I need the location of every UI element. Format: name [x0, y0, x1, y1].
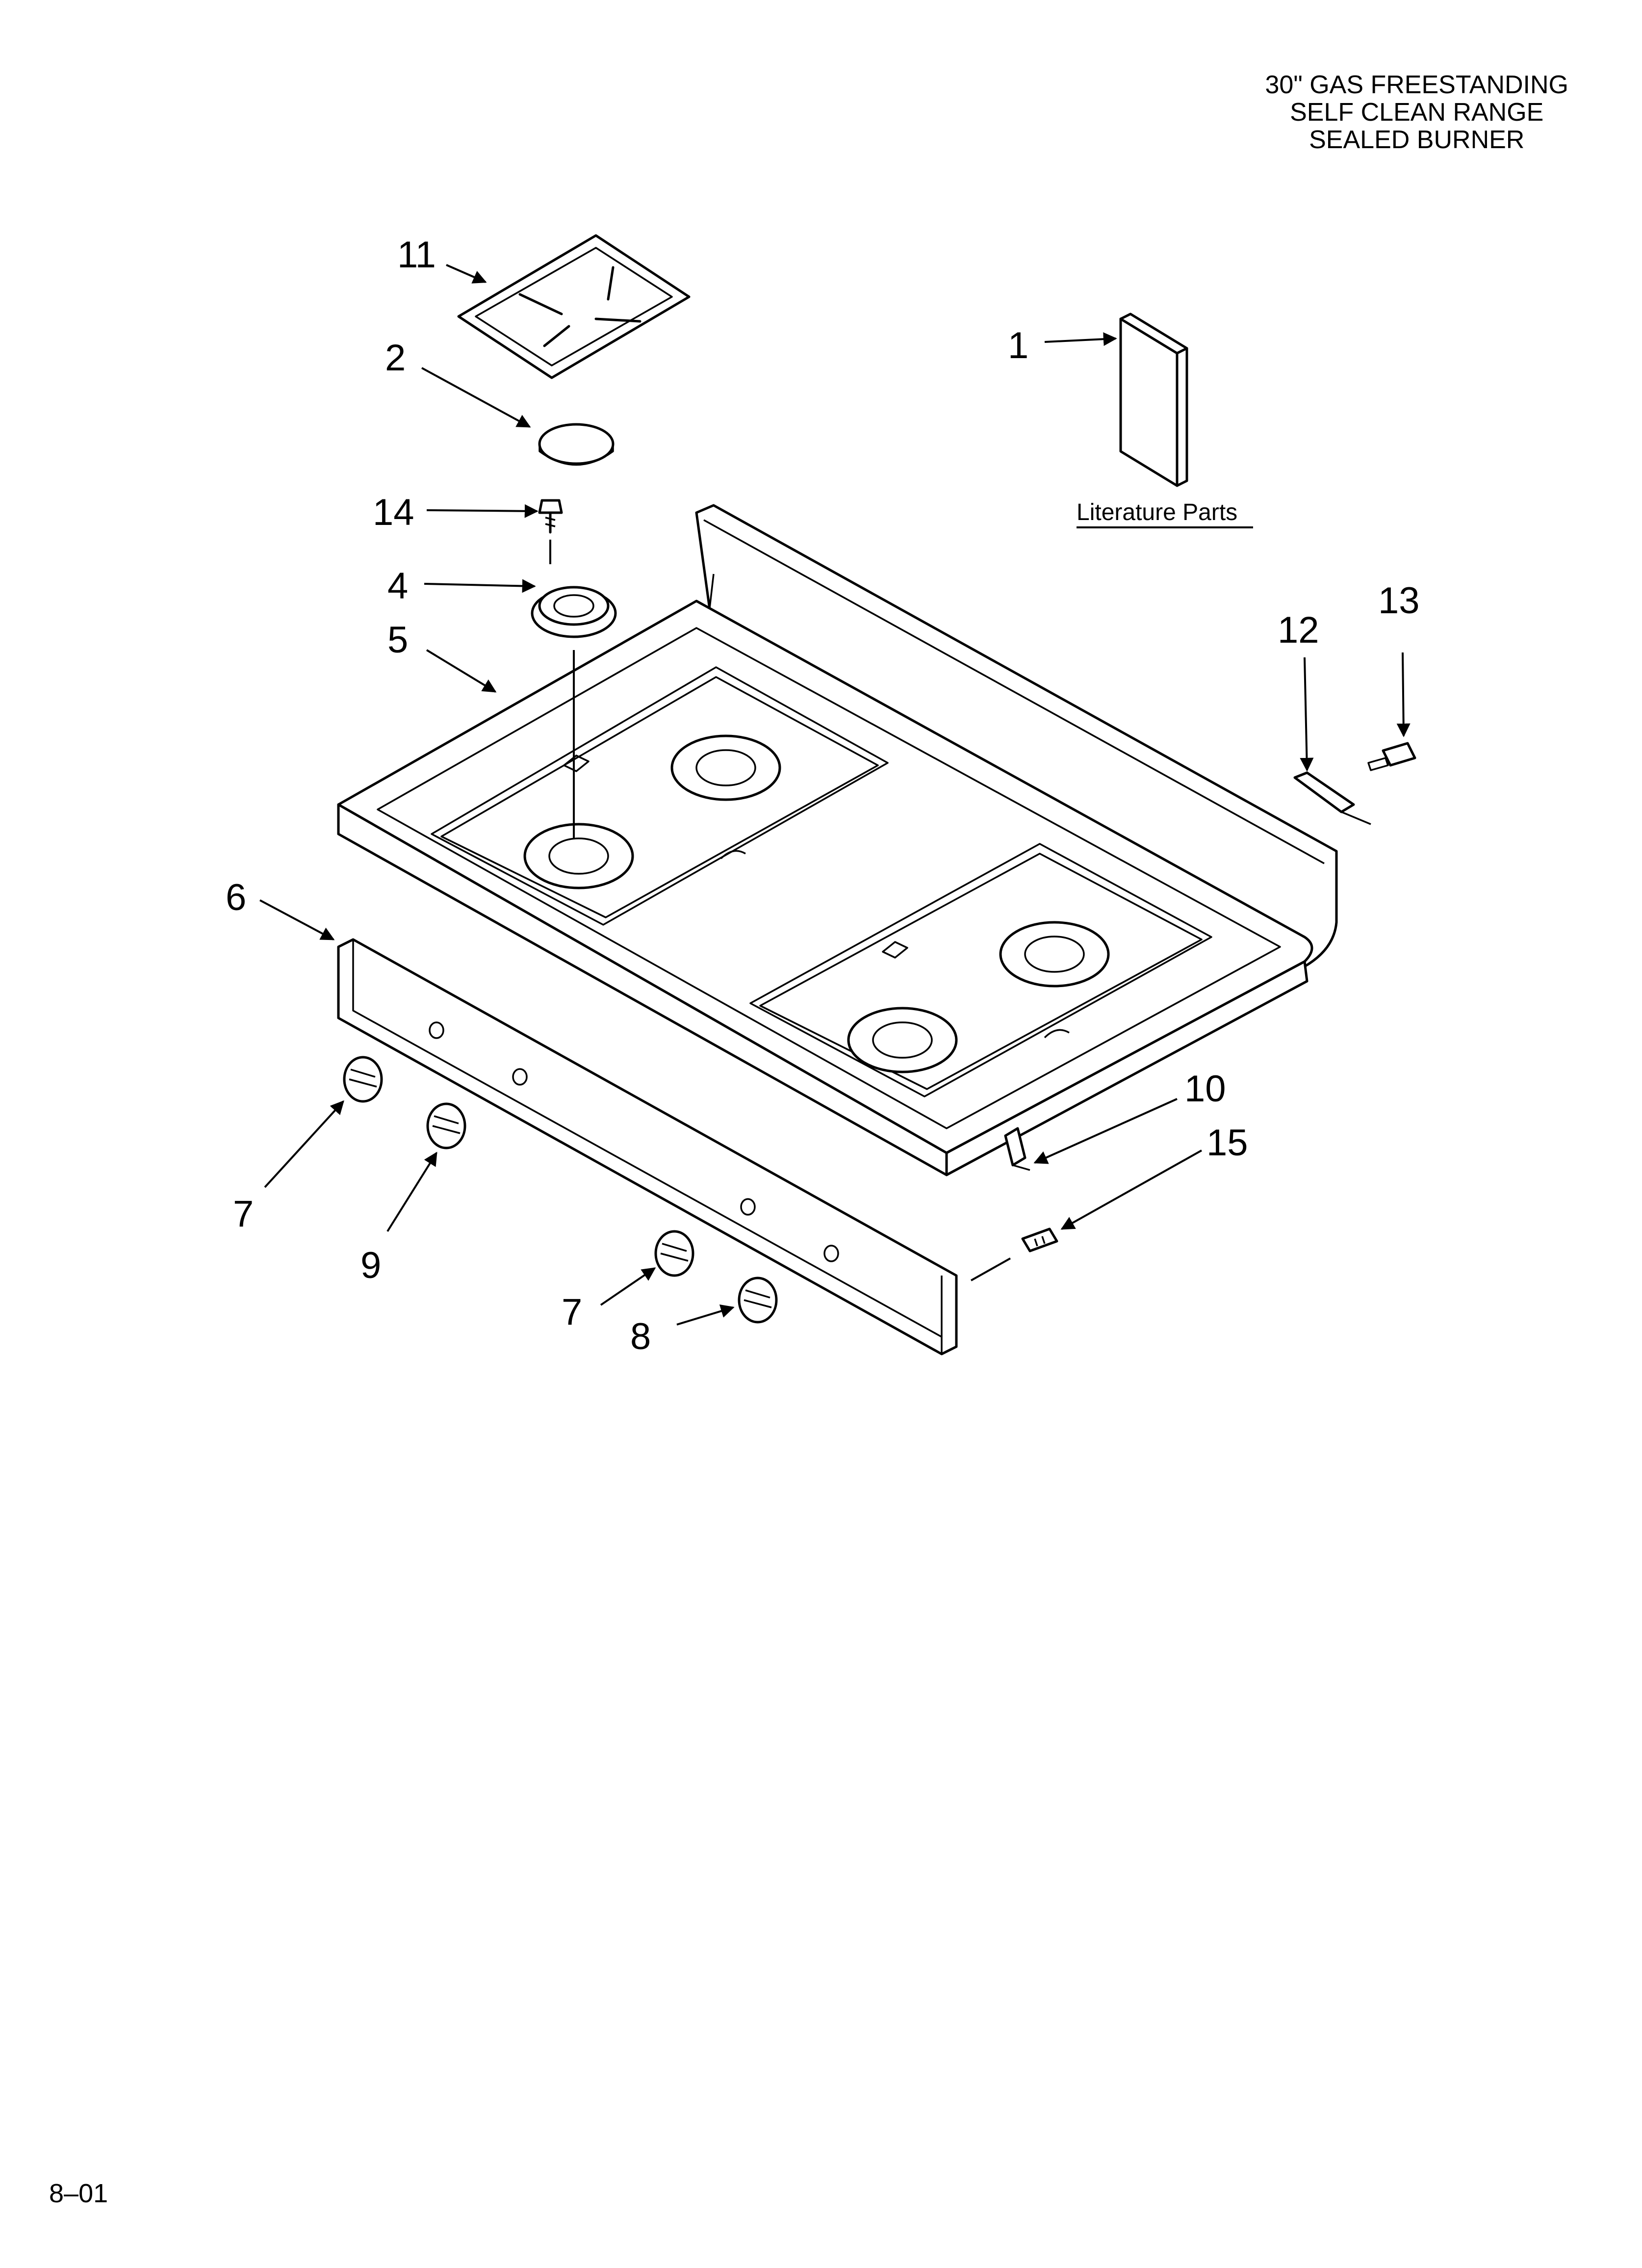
burner-base [531, 586, 617, 839]
callout-leaders [259, 264, 1411, 1326]
knob-rear-right [738, 1277, 778, 1324]
callout-1: 1 [1008, 325, 1028, 366]
callout-14: 14 [373, 492, 414, 533]
cooktop-main-top [337, 504, 1338, 1176]
callout-12: 12 [1278, 609, 1319, 651]
burner-openings [523, 734, 1110, 1073]
title-line-2: SELF CLEAN RANGE [1290, 98, 1544, 127]
literature-caption: Literature Parts [1077, 499, 1237, 525]
title-line-3: SEALED BURNER [1309, 126, 1525, 154]
mounting-bracket [1293, 771, 1371, 825]
control-knobs [343, 1056, 778, 1324]
callout-7-right: 7 [562, 1291, 582, 1333]
callout-15: 15 [1206, 1122, 1248, 1164]
manifold-clip [1004, 1127, 1030, 1171]
knob-front-left [343, 1056, 383, 1103]
diagram-title: 30" GAS FREESTANDING SELF CLEAN RANGE SE… [1265, 71, 1568, 154]
manifold-panel [337, 938, 958, 1356]
callout-10: 10 [1184, 1068, 1226, 1110]
bracket-screw [1367, 742, 1416, 771]
callout-13: 13 [1378, 580, 1420, 622]
callout-8: 8 [630, 1316, 651, 1357]
burner-cap [538, 423, 615, 466]
callout-5: 5 [387, 619, 408, 661]
callout-9: 9 [360, 1245, 381, 1286]
callout-6: 6 [226, 877, 246, 918]
title-line-1: 30" GAS FREESTANDING [1265, 71, 1568, 99]
knob-rear-left [426, 1102, 466, 1149]
burner-screw [538, 499, 563, 564]
burner-grate [457, 234, 691, 379]
callout-2: 2 [385, 337, 406, 379]
manifold-screw [1021, 1227, 1058, 1252]
callout-4: 4 [387, 565, 408, 607]
literature-parts-box [1119, 313, 1188, 487]
knob-front-right [654, 1230, 694, 1277]
callout-7-left: 7 [233, 1193, 254, 1235]
callout-11: 11 [397, 234, 436, 276]
revision-code: 8–01 [49, 2179, 108, 2208]
